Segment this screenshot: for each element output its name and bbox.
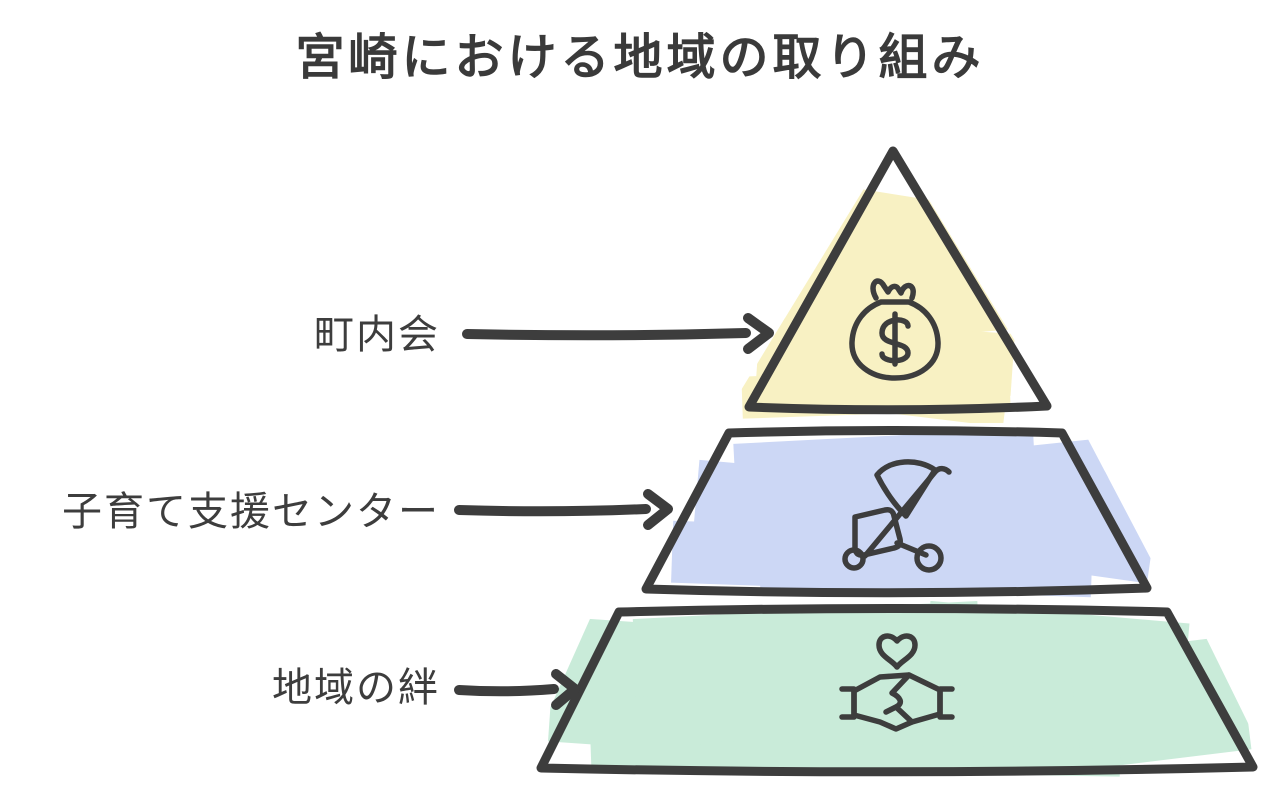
arrow-to-bottom-tier xyxy=(454,669,580,710)
arrow-to-top-tier xyxy=(462,313,774,354)
tier-label-neighborhood-association: 町内会 xyxy=(314,313,440,357)
tier-top-shape xyxy=(744,146,1052,415)
tier-label-community-bonds: 地域の絆 xyxy=(272,666,440,710)
money-bag-icon xyxy=(849,278,941,381)
arrow-to-middle-tier xyxy=(454,489,673,530)
stroller-icon xyxy=(842,459,952,573)
heart-icon xyxy=(876,633,918,670)
tier-label-childcare-support-center: 子育て支援センター xyxy=(62,490,440,534)
tier-bottom-shape xyxy=(536,604,1258,777)
page-title: 宮崎における地域の取り組み xyxy=(295,31,985,85)
tier-middle-highlight xyxy=(671,428,1162,598)
tier-middle-shape xyxy=(641,426,1152,598)
handshake-heart-icon xyxy=(839,633,955,732)
